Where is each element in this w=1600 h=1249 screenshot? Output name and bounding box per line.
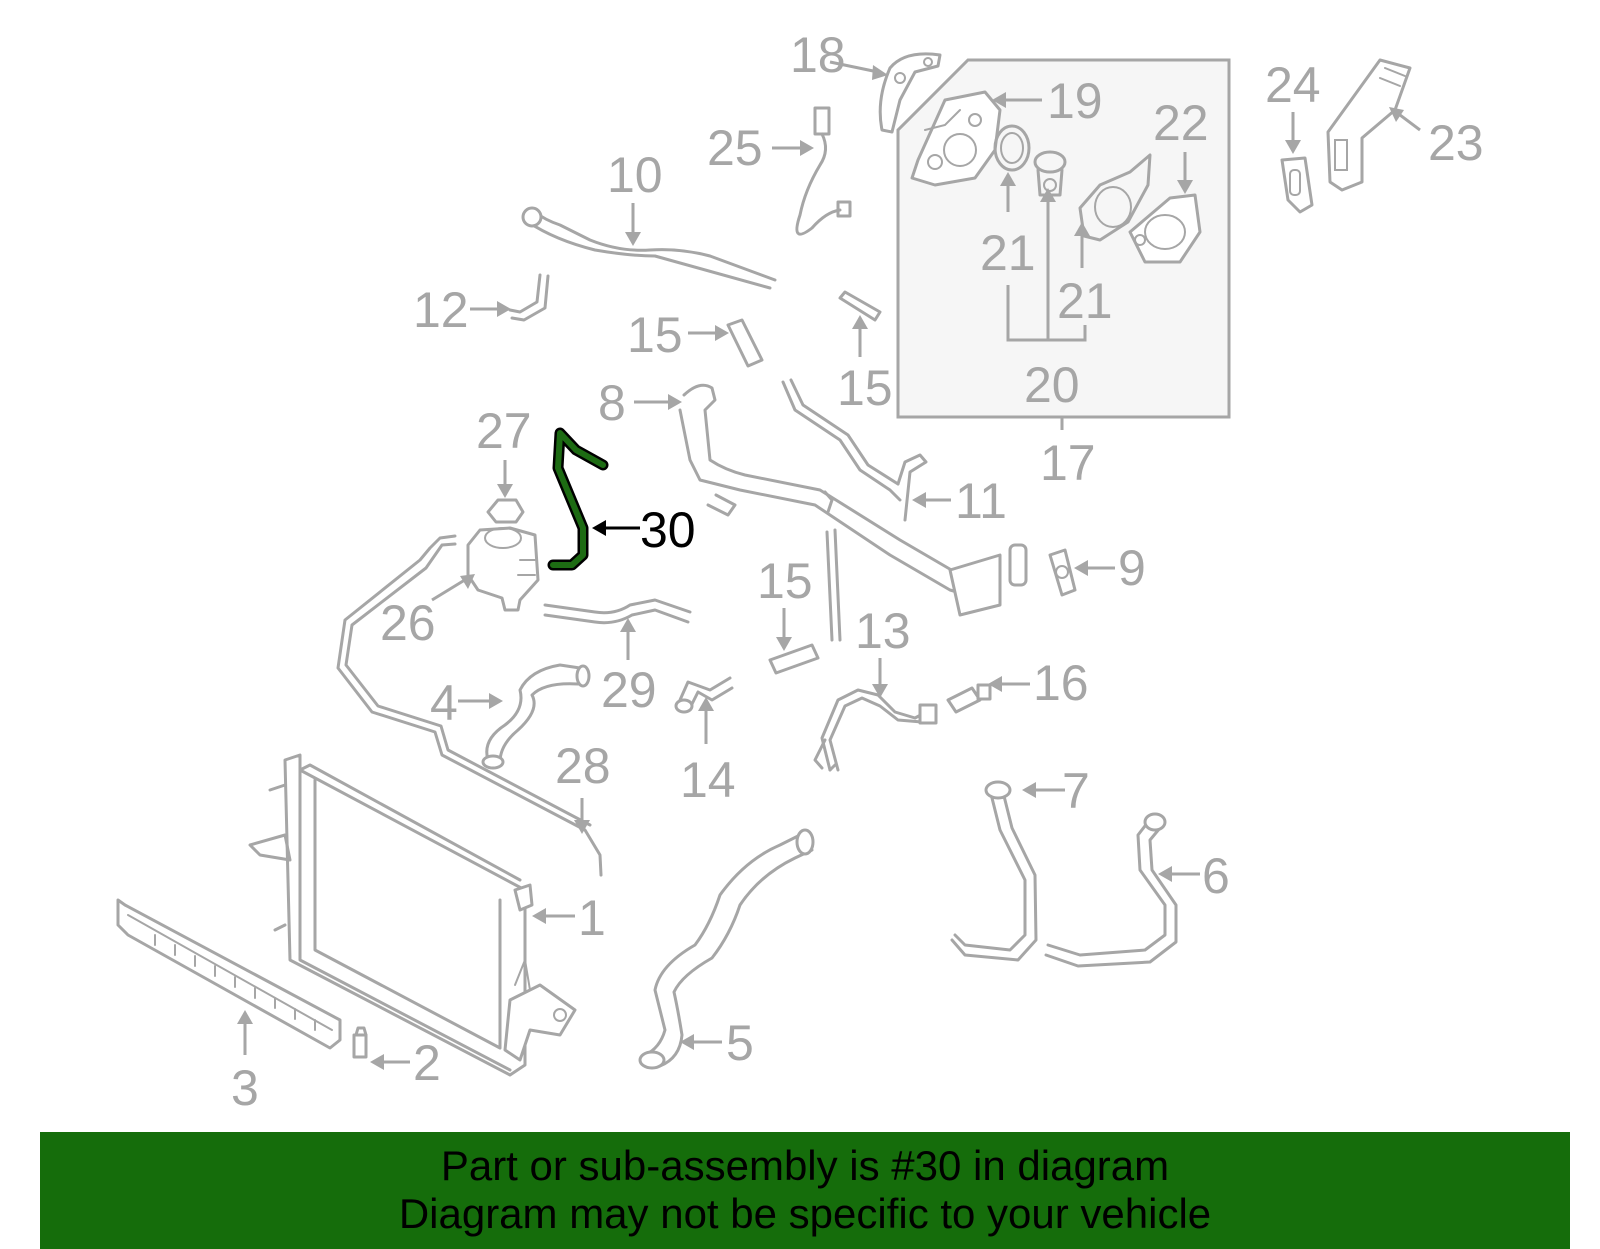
part-22-housing-cover[interactable]: 22	[1128, 95, 1209, 264]
part-10-pipe[interactable]: 10	[521, 147, 777, 290]
callout-24: 24	[1265, 57, 1321, 113]
callout-30: 30	[640, 502, 696, 558]
callout-25: 25	[707, 120, 763, 176]
callout-21b: 21	[1057, 273, 1113, 329]
part-24-gasket[interactable]: 24	[1265, 57, 1321, 214]
callout-29: 29	[601, 662, 657, 718]
callout-27: 27	[476, 403, 532, 459]
part-26-expansion-tank[interactable]: 26	[380, 526, 540, 651]
callout-4: 4	[430, 675, 458, 731]
callout-7: 7	[1062, 763, 1090, 819]
callout-6: 6	[1202, 848, 1230, 904]
callout-26: 26	[380, 595, 436, 651]
callout-1: 1	[578, 890, 606, 946]
callout-15b: 15	[837, 360, 893, 416]
part-9-gasket[interactable]: 9	[1048, 540, 1146, 597]
part-12-hose[interactable]: 12	[413, 273, 550, 338]
part-5-large-hose[interactable]: 5	[638, 828, 815, 1071]
part-18-bracket[interactable]: 18	[790, 27, 942, 134]
part-13-sensor-lead[interactable]: 13	[813, 603, 938, 772]
part-25-sensor[interactable]: 25	[707, 106, 852, 236]
part-2-drain-plug[interactable]: 2	[352, 1026, 441, 1091]
part-23-outlet-pipe[interactable]: 23	[1326, 58, 1484, 192]
part-30-hose-highlighted[interactable]: 30	[547, 427, 696, 571]
callout-10: 10	[607, 147, 663, 203]
part-21-gasket[interactable]: 21	[1057, 153, 1152, 329]
callout-21a: 21	[980, 225, 1036, 281]
part-14-elbow-hose[interactable]: 14	[674, 676, 736, 808]
info-banner: Part or sub-assembly is #30 in diagram D…	[40, 1132, 1570, 1249]
callout-13: 13	[855, 603, 911, 659]
banner-line-1: Part or sub-assembly is #30 in diagram	[440, 1142, 1170, 1189]
part-20-thermostat[interactable]: 20	[1006, 150, 1087, 413]
part-21-seal-ring[interactable]: 21	[980, 124, 1036, 281]
part-15-hose-c[interactable]: 15	[757, 553, 820, 675]
part-4-hose[interactable]: 4	[430, 663, 591, 770]
callout-15c: 15	[757, 553, 813, 609]
part-29-hose[interactable]: 29	[543, 598, 692, 718]
callout-11: 11	[955, 473, 1007, 529]
part-11-pipe[interactable]: 11	[781, 378, 1007, 529]
callout-17: 17	[1040, 435, 1096, 491]
callout-19: 19	[1047, 73, 1103, 129]
callout-14: 14	[680, 752, 736, 808]
callout-28: 28	[555, 738, 611, 794]
part-8-coolant-pipe[interactable]: 8	[598, 375, 1028, 642]
callout-23: 23	[1428, 115, 1484, 171]
callout-9: 9	[1118, 540, 1146, 596]
callout-2: 2	[413, 1035, 441, 1091]
callout-12: 12	[413, 282, 469, 338]
part-15-hose-a[interactable]: 15	[627, 307, 764, 368]
callout-16: 16	[1033, 655, 1089, 711]
callout-22: 22	[1153, 95, 1209, 151]
part-15-hose-b[interactable]: 15	[837, 290, 893, 416]
part-7-hose[interactable]: 7	[950, 763, 1090, 962]
part-3-lower-deflector[interactable]: 3	[116, 898, 342, 1116]
callout-15a: 15	[627, 307, 683, 363]
banner-line-2: Diagram may not be specific to your vehi…	[398, 1190, 1212, 1237]
callout-20: 20	[1024, 357, 1080, 413]
part-28-pipe[interactable]: 28	[336, 534, 611, 877]
callout-5: 5	[726, 1015, 754, 1071]
callout-3: 3	[231, 1060, 259, 1116]
callout-18: 18	[790, 27, 846, 83]
part-6-hose[interactable]: 6	[1044, 812, 1230, 968]
callout-8: 8	[598, 375, 626, 431]
part-1-radiator[interactable]: 1	[248, 753, 606, 1077]
part-27-cap[interactable]: 27	[476, 403, 532, 524]
part-16-sensor[interactable]: 16	[946, 655, 1089, 714]
